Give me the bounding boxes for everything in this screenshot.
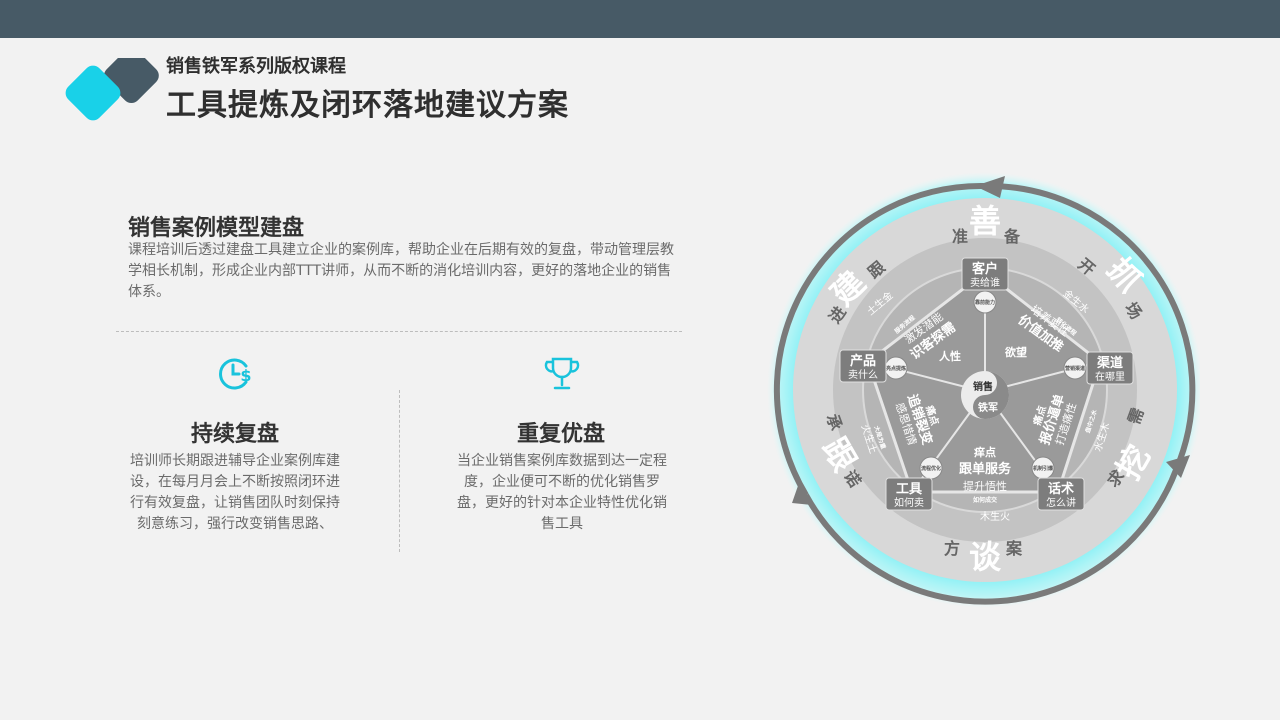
- inner-p4b: 跟单服务: [959, 461, 1012, 477]
- small-char-rb-a: 需: [1124, 405, 1147, 427]
- top-bar: [0, 0, 1280, 38]
- circle-badge-b3-text: 机制引爆: [1032, 465, 1054, 472]
- inner-p4a: 痒点: [974, 445, 996, 459]
- column-title-repeat-optimize: 重复优盘: [516, 422, 605, 447]
- column-desc-repeat-optimize: 当企业销售案例库数据到达一定程度，企业便可不断的优化销售罗盘，更好的针对本企业特…: [457, 453, 667, 532]
- inner-p4c: 提升悟性: [963, 479, 1007, 493]
- arrow-head-top: [975, 176, 1005, 198]
- vertical-divider: [399, 390, 400, 552]
- big-char-top: 善: [969, 202, 1001, 240]
- arrow-arc-right: [984, 182, 1196, 472]
- circle-badge-b1: [973, 290, 997, 314]
- sales-compass-diagram: 销售 铁军 善 抓 挖 谈 跟 建 准 备 开 场 需 求 方 案 承 诺 进 …: [767, 172, 1200, 608]
- circle-badge-b5-text: 亮点提炼: [886, 365, 906, 372]
- small-char-bottom-right: 案: [1005, 539, 1023, 558]
- small-char-bottom-left: 方: [944, 539, 960, 558]
- badge-how-to-close: 如何成交: [973, 496, 997, 504]
- horizontal-divider: [116, 331, 682, 332]
- small-char-top-left: 准: [952, 227, 968, 246]
- page-title: 工具提炼及闭环落地建议方案: [166, 88, 569, 123]
- center-text-bottom: 铁军: [978, 401, 998, 414]
- center-text-top: 销售: [973, 380, 993, 393]
- course-subtitle: 销售铁军系列版权课程: [166, 56, 346, 77]
- svg-text:$: $: [240, 366, 251, 385]
- circle-badge-b2: [1063, 356, 1087, 380]
- node-tool-label: 工具: [896, 482, 922, 497]
- node-customer-sub: 卖给谁: [970, 276, 1000, 289]
- inner-p1c: 人性: [939, 349, 961, 363]
- clock-dollar-icon: $: [219, 358, 252, 390]
- big-char-bottom: 谈: [969, 538, 1002, 576]
- logo-diamonds-icon: [65, 58, 159, 121]
- column-title-continuous-review: 持续复盘: [190, 422, 279, 447]
- arrow-head-left: [792, 480, 812, 505]
- small-char-top-right: 备: [1003, 227, 1021, 246]
- arrow-arc-bottom: [803, 468, 1179, 605]
- trophy-icon: [544, 357, 580, 390]
- column-desc-continuous-review: 培训师长期跟进辅导企业案例库建设，在每月月会上不断按照闭环进行有效复盘，让销售团…: [130, 453, 340, 532]
- node-script-sub: 怎么讲: [1046, 496, 1076, 509]
- node-channel-sub: 在哪里: [1095, 371, 1125, 383]
- node-customer-label: 客户: [972, 261, 998, 277]
- node-tool-sub: 如何卖: [894, 496, 924, 509]
- small-char-lb-a: 承: [823, 411, 846, 433]
- arrow-head-right: [1166, 455, 1190, 478]
- node-script-label: 话术: [1048, 481, 1074, 497]
- section-title: 销售案例模型建盘: [128, 216, 305, 241]
- inner-p2c: 欲望: [1004, 345, 1027, 359]
- section-description: 课程培训后透过建盘工具建立企业的案例库，帮助企业在后期有效的复盘，带动管理层教学…: [128, 242, 674, 300]
- arrow-arc-left: [773, 182, 986, 497]
- node-channel-label: 渠道: [1096, 355, 1123, 371]
- node-product-sub: 卖什么: [848, 369, 878, 381]
- node-product-label: 产品: [850, 353, 876, 369]
- circle-badge-b1-text: 靠前能力: [975, 299, 995, 306]
- circle-badge-b2-text: 营销渠道: [1065, 365, 1085, 372]
- element-label-bottom: 木生火: [980, 510, 1010, 523]
- circle-badge-b4-text: 流程优化: [921, 465, 941, 472]
